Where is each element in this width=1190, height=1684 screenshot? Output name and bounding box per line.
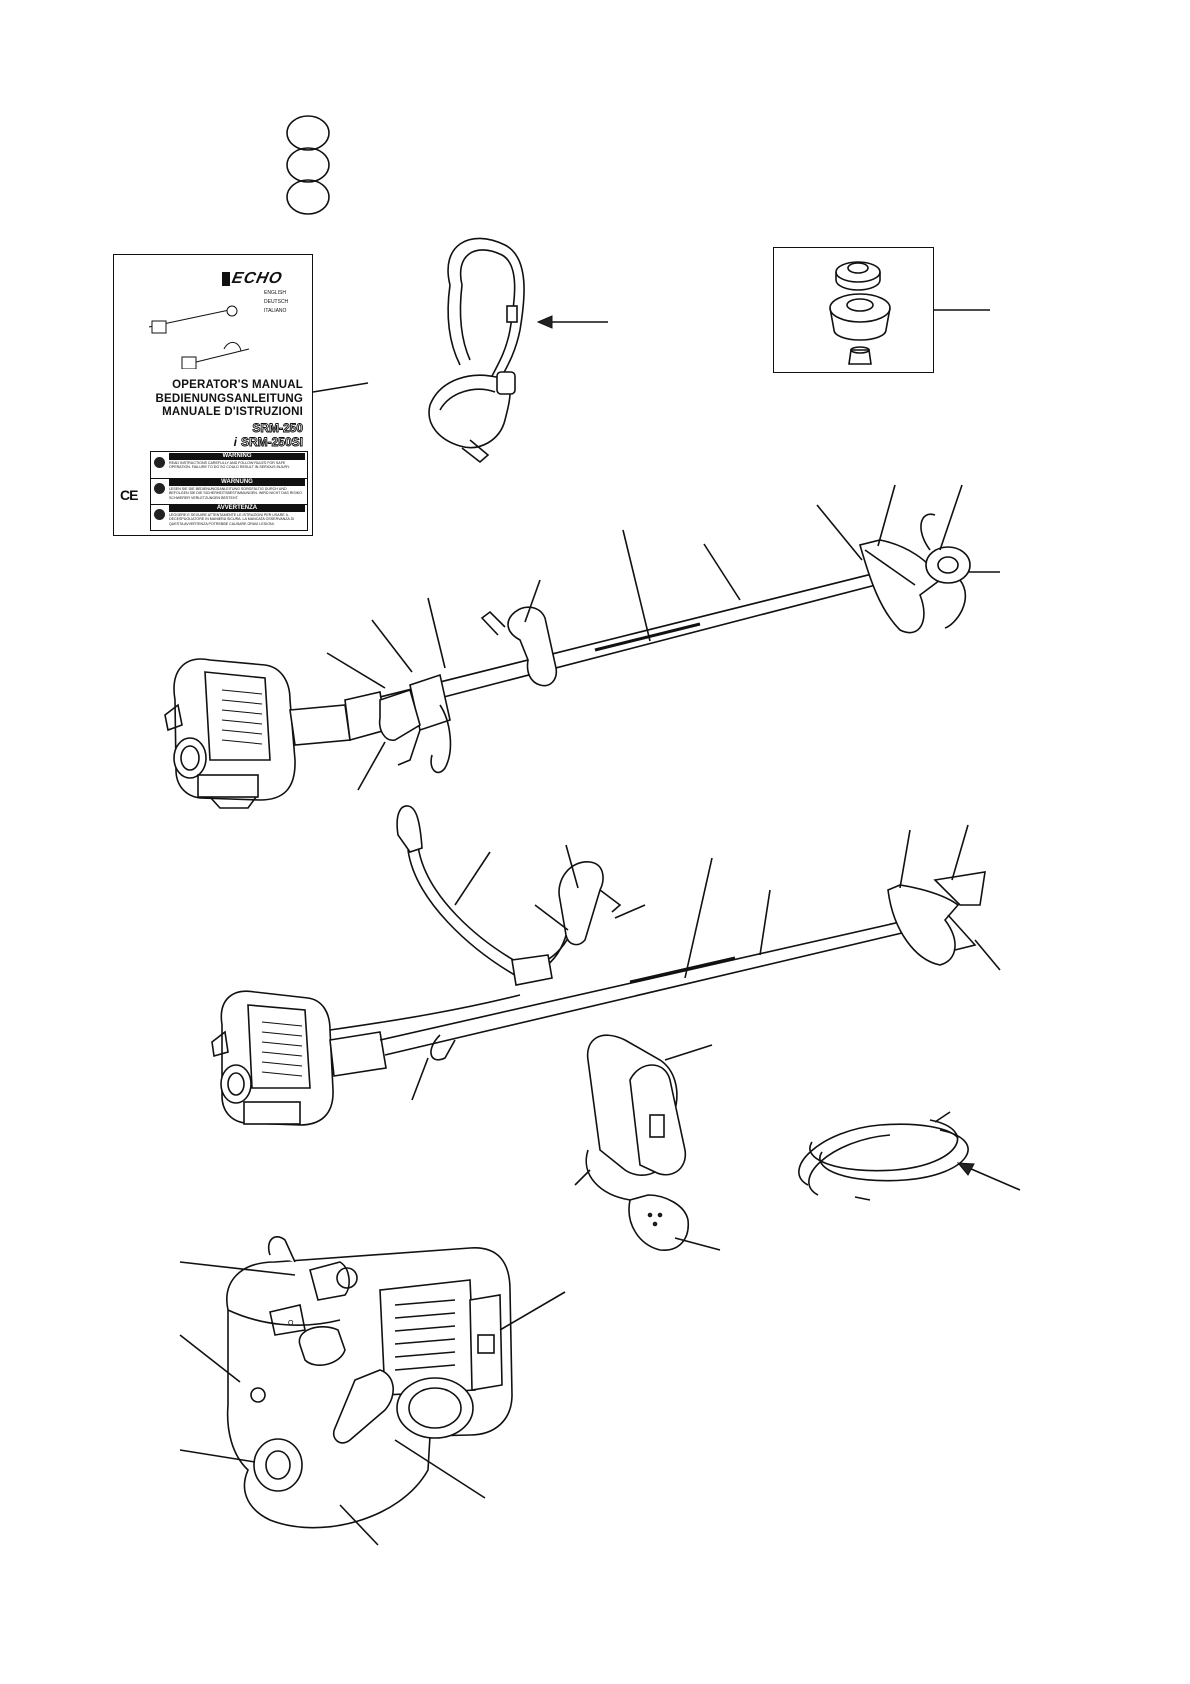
- operators-manual-cover: ECHO ENGLISH DEUTSCH ITALIANO OPERATOR'S…: [113, 254, 313, 536]
- language-list: ENGLISH DEUTSCH ITALIANO: [264, 289, 288, 316]
- warning-row: WARNUNG LESEN SIE DIE BEDIENUNGSANLEITUN…: [151, 478, 307, 505]
- warning-heading: AVVERTENZA: [169, 505, 305, 512]
- warning-text: LESEN SIE DIE BEDIENUNGSANLEITUNG SORGFÄ…: [169, 487, 302, 500]
- warning-row: WARNING READ INSTRUCTIONS CAREFULLY AND …: [151, 452, 307, 479]
- warning-heading: WARNING: [169, 453, 305, 460]
- trimmer-line-coil-illustration: [798, 1111, 969, 1201]
- warning-read-manual-icon: [154, 457, 165, 468]
- language-item: DEUTSCH: [264, 299, 289, 305]
- trimmer-loop-handle-illustration: [164, 513, 971, 809]
- language-oval-group: [286, 115, 330, 215]
- echo-logo-mark: [222, 272, 230, 286]
- language-item: ENGLISH: [264, 290, 286, 296]
- leader-line-harness-top: [664, 1044, 713, 1061]
- trimmer-bike-handle-illustration: [211, 805, 986, 1126]
- leader-line-harness-bottom: [674, 1237, 721, 1251]
- arrow-coil: [956, 1162, 975, 1176]
- warning-text: READ INSTRUCTIONS CAREFULLY AND FOLLOW R…: [169, 461, 290, 470]
- language-oval-1: [286, 115, 330, 151]
- arrow-strap: [536, 315, 553, 329]
- warning-text: LEGGERE E SEGUIRE ATTENTAMENTE LE ISTRUZ…: [169, 513, 295, 526]
- blade-nut-kit-illustration: [829, 261, 891, 365]
- manual-cover-thumbnail: [148, 305, 250, 369]
- manual-title-line: MANUALE D'ISTRUZIONI: [162, 406, 303, 418]
- engine-detail-illustration: O: [226, 1236, 513, 1529]
- blade-nut-kit-box: [773, 247, 934, 373]
- warning-row: AVVERTENZA LEGGERE E SEGUIRE ATTENTAMENT…: [151, 504, 307, 530]
- model-srm-250si: SRM-250SI: [240, 435, 304, 450]
- trimmer-2-leader-lines: [411, 824, 1001, 1101]
- leader-line-manual: [312, 382, 369, 393]
- warning-heading: WARNUNG: [169, 479, 305, 486]
- language-oval-2: [286, 147, 330, 183]
- warning-read-manual-icon: [154, 509, 165, 520]
- svg-text:O: O: [288, 1320, 294, 1327]
- language-oval-3: [286, 179, 330, 215]
- warning-box: WARNING READ INSTRUCTIONS CAREFULLY AND …: [150, 451, 308, 531]
- model-prefix: i: [233, 435, 237, 449]
- warning-read-manual-icon: [154, 483, 165, 494]
- model-srm-250: SRM-250: [252, 421, 304, 436]
- harness-illustration: [574, 1034, 689, 1251]
- ce-mark: CE: [120, 487, 138, 503]
- trimmer-1-leader-lines: [326, 484, 1000, 791]
- manual-title-line: BEDIENUNGSANLEITUNG: [155, 392, 303, 405]
- manual-title-line: OPERATOR'S MANUAL: [172, 379, 303, 391]
- shoulder-strap-illustration: [428, 237, 525, 464]
- manual-title: OPERATOR'S MANUAL BEDIENUNGSANLEITUNG MA…: [155, 379, 303, 420]
- language-item: ITALIANO: [264, 308, 287, 314]
- engine-leader-lines: [179, 1261, 566, 1546]
